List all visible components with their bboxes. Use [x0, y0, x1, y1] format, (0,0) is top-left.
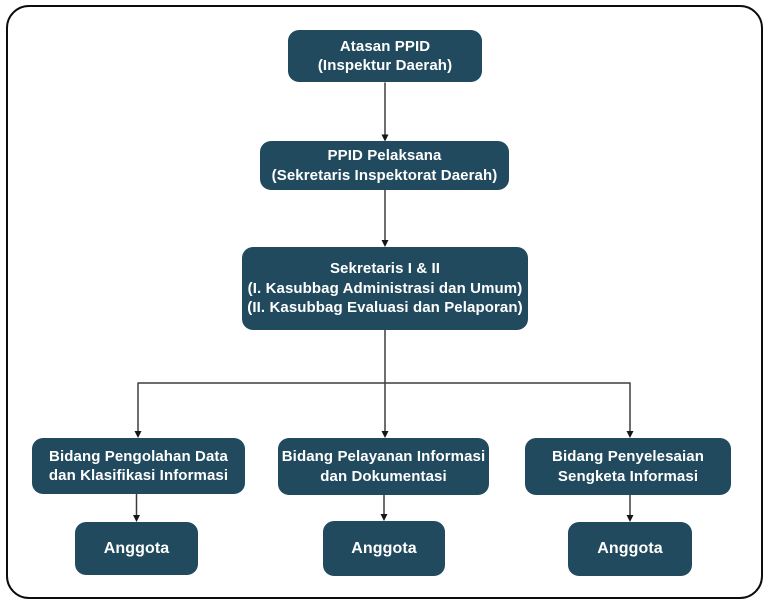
node-label-line: Anggota	[351, 539, 417, 557]
node-label-line: Anggota	[597, 540, 663, 558]
node-label-line: Bidang Penyelesaian	[552, 448, 704, 465]
node-label-line: Atasan PPID	[339, 37, 431, 55]
node-label-line: Bidang Pelayanan Informasi	[281, 448, 486, 465]
org-node-bidang-pengolahan-data: Bidang Pengolahan Data dan Klasifikasi I…	[32, 438, 245, 494]
node-label-line: (Inspektur Daerah)	[317, 57, 453, 74]
org-node-bidang-pelayanan-informasi: Bidang Pelayanan Informasi dan Dokumenta…	[278, 438, 489, 495]
node-label-line: PPID Pelaksana	[327, 147, 442, 164]
node-label-line: dan Dokumentasi	[320, 467, 447, 485]
node-label-line: Sekretaris I & II	[329, 260, 441, 278]
node-label-line: (I. Kasubbag Administrasi dan Umum)	[247, 279, 523, 297]
node-label-line: Bidang Pengolahan Data	[49, 447, 228, 465]
diagram-outer-frame	[6, 5, 763, 599]
org-node-anggota-2: Anggota	[323, 521, 445, 576]
node-label-line: (Sekretaris Inspektorat Daerah)	[271, 166, 498, 184]
node-label-line: Sengketa Informasi	[557, 467, 699, 485]
org-node-atasan-ppid: Atasan PPID (Inspektur Daerah)	[288, 30, 482, 82]
org-node-anggota-3: Anggota	[568, 522, 692, 576]
org-node-sekretaris-1-2: Sekretaris I & II (I. Kasubbag Administr…	[242, 247, 528, 330]
node-label-line: (II. Kasubbag Evaluasi dan Pelaporan)	[247, 299, 523, 317]
node-label-line: Anggota	[103, 539, 170, 557]
org-node-bidang-penyelesaian-sengketa: Bidang Penyelesaian Sengketa Informasi	[525, 438, 731, 495]
node-label-line: dan Klasifikasi Informasi	[48, 467, 229, 484]
org-node-ppid-pelaksana: PPID Pelaksana (Sekretaris Inspektorat D…	[260, 141, 509, 190]
org-node-anggota-1: Anggota	[75, 522, 198, 575]
